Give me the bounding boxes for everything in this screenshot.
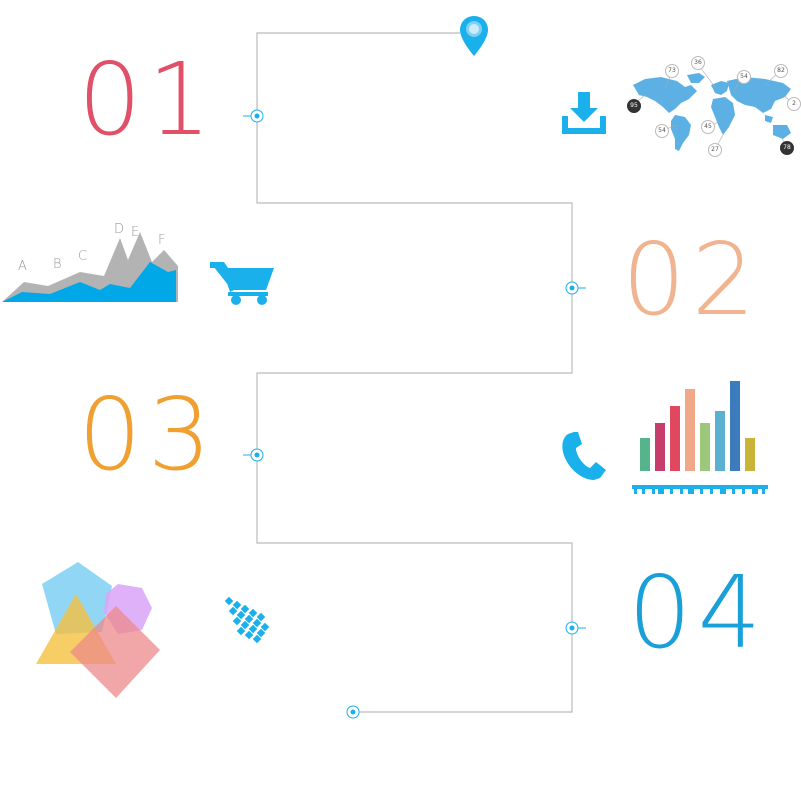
bar [715, 411, 725, 471]
map-marker: 73 [665, 64, 679, 78]
area-chart-label: C [78, 249, 88, 264]
map-marker: 36 [691, 56, 705, 70]
area-chart-label: D [114, 222, 125, 237]
timeline-end-node [346, 705, 360, 719]
location-pin-icon [460, 16, 488, 56]
area-chart-label: A [18, 259, 27, 274]
timeline-node-1 [243, 109, 264, 123]
bar [655, 423, 665, 471]
bar [745, 438, 755, 471]
overlapping-shapes-graphic [36, 562, 160, 698]
download-icon [562, 92, 606, 134]
bar [670, 406, 680, 471]
bar-chart-graphic [632, 381, 768, 494]
map-marker: 27 [708, 143, 722, 157]
phone-icon [562, 432, 606, 480]
map-marker: 95 [627, 99, 641, 113]
map-marker: 54 [655, 124, 669, 138]
map-marker: 54 [737, 70, 751, 84]
timeline-node-3 [243, 448, 264, 462]
area-chart-label: B [53, 257, 62, 272]
area-chart-graphic [2, 232, 178, 302]
area-chart-label: E [131, 225, 140, 240]
timeline-node-2 [565, 281, 586, 295]
dot-grid-icon [224, 596, 270, 644]
world-map-icon [632, 62, 794, 151]
bar [685, 389, 695, 471]
step-number-02: 02 [622, 221, 762, 338]
step-number-04: 04 [628, 554, 768, 671]
bar [700, 423, 710, 471]
bar [640, 438, 650, 471]
map-marker: 82 [774, 64, 788, 78]
bar [730, 381, 740, 471]
map-marker: 45 [701, 120, 715, 134]
map-marker: 78 [780, 141, 794, 155]
step-number-03: 03 [78, 376, 218, 493]
map-marker: 2 [787, 97, 801, 111]
shopping-cart-icon [210, 262, 274, 305]
step-number-01: 01 [78, 41, 218, 158]
timeline-node-4 [565, 621, 586, 635]
area-chart-label: F [158, 233, 166, 248]
